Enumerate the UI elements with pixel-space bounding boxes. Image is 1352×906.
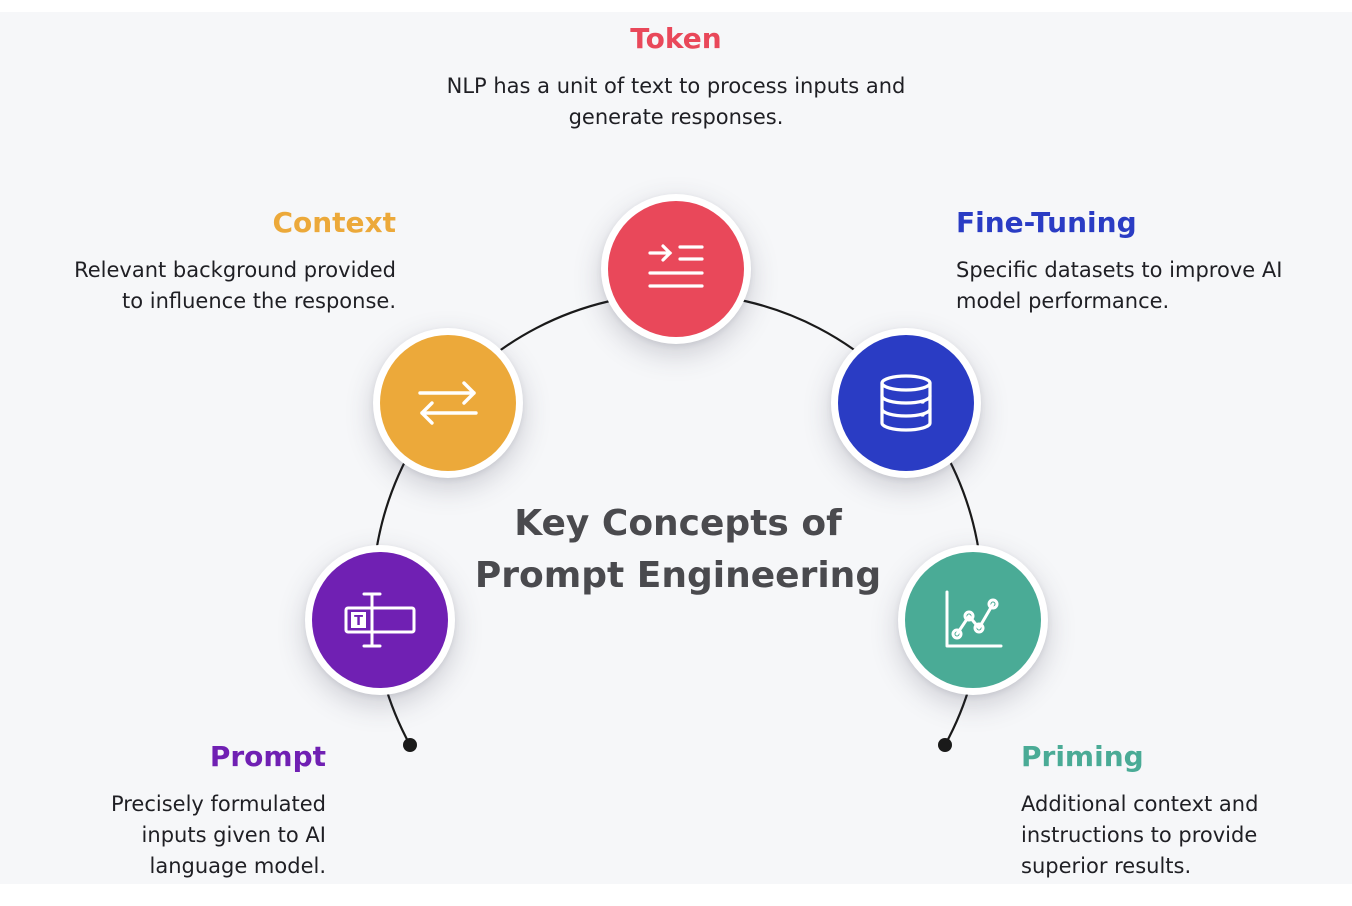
prompt-description: Precisely formulated inputs given to AI … (26, 789, 326, 882)
center-title-line: Key Concepts of (514, 503, 842, 544)
priming-node (898, 545, 1048, 695)
context-node (373, 328, 523, 478)
prompt-desc-line: inputs given to AI (141, 823, 326, 847)
swap-arrows-icon (418, 381, 478, 425)
priming-title: Priming (1021, 740, 1144, 773)
priming-circle (905, 552, 1041, 688)
finetuning-title: Fine-Tuning (956, 206, 1137, 239)
arc-end-dot-left (403, 738, 417, 752)
prompt-node: T (305, 545, 455, 695)
finetuning-node (831, 328, 981, 478)
text-cursor-box-icon: T (344, 592, 416, 648)
svg-text:T: T (354, 614, 363, 629)
finetuning-desc-line: Specific datasets to improve AI (956, 258, 1283, 282)
priming-desc-line: instructions to provide (1021, 823, 1258, 847)
database-icon (880, 374, 932, 432)
token-desc-line: generate responses. (568, 105, 784, 129)
prompt-desc-line: Precisely formulated (110, 792, 326, 816)
token-description: NLP has a unit of text to process inputs… (376, 71, 976, 133)
background-panel (0, 12, 1352, 884)
context-desc-line: to influence the response. (121, 289, 396, 313)
context-description: Relevant background provided to influenc… (16, 255, 396, 317)
token-desc-line: NLP has a unit of text to process inputs… (446, 74, 906, 98)
token-node (601, 194, 751, 344)
token-circle (608, 201, 744, 337)
priming-desc-line: superior results. (1021, 854, 1192, 878)
indent-icon (648, 244, 704, 288)
diagram-center-title: Key Concepts of Prompt Engineering (458, 498, 898, 602)
priming-desc-line: Additional context and (1021, 792, 1259, 816)
prompt-title: Prompt (209, 740, 326, 773)
context-title: Context (272, 206, 396, 239)
finetuning-description: Specific datasets to improve AI model pe… (956, 255, 1346, 317)
line-chart-icon (945, 590, 1003, 648)
prompt-circle: T (312, 552, 448, 688)
finetuning-desc-line: model performance. (956, 289, 1170, 313)
context-desc-line: Relevant background provided (74, 258, 396, 282)
center-title-line: Prompt Engineering (474, 555, 882, 596)
priming-description: Additional context and instructions to p… (1021, 789, 1341, 882)
prompt-desc-line: language model. (149, 854, 326, 878)
arc-end-dot-right (938, 738, 952, 752)
finetuning-circle (838, 335, 974, 471)
context-circle (380, 335, 516, 471)
token-title: Token (630, 22, 722, 55)
